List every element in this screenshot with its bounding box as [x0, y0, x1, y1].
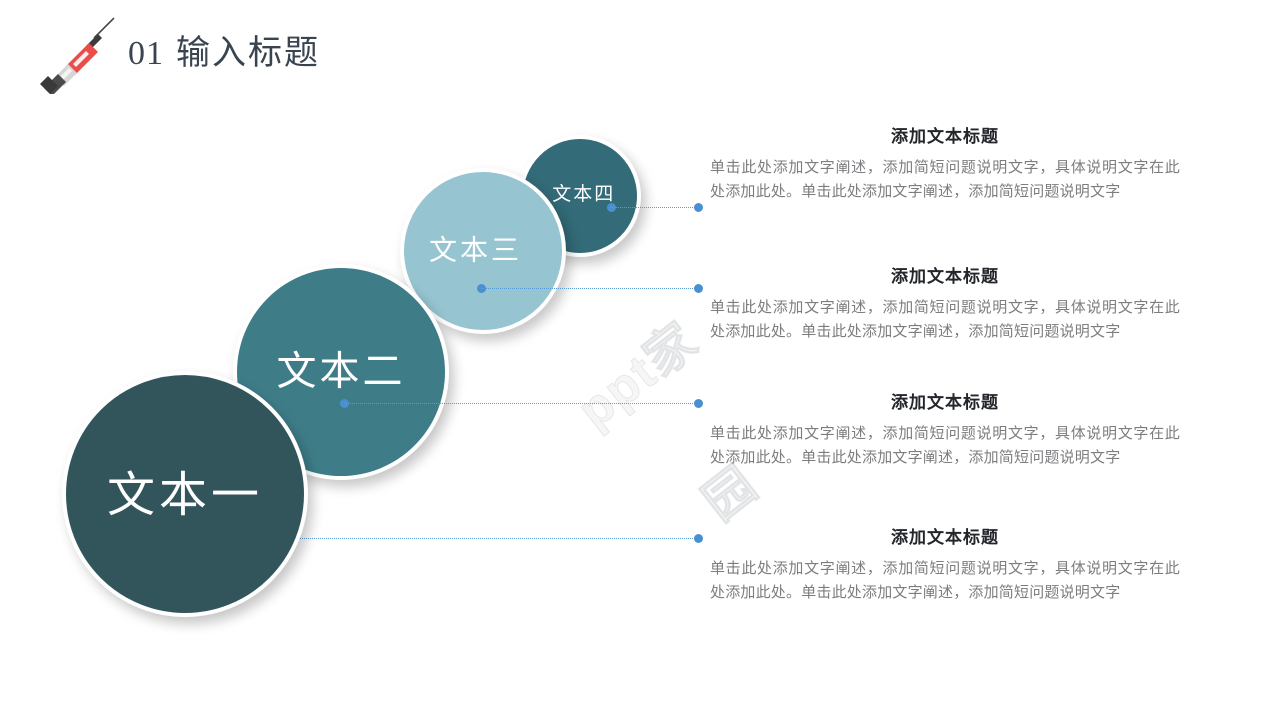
- connector-line-1: [607, 203, 703, 212]
- circle-label-3: 文本三: [429, 235, 523, 267]
- connector-line-2: [477, 284, 703, 293]
- circle-label-2: 文本二: [276, 348, 406, 394]
- connector-dotted-line-2: [481, 288, 699, 290]
- page-title-text: 输入标题: [176, 35, 320, 72]
- text-block-body-1: 单击此处添加文字阐述，添加简短问题说明文字，具体说明文字在此处添加此处。单击此处…: [710, 160, 1180, 200]
- text-block-body-4: 单击此处添加文字阐述，添加简短问题说明文字，具体说明文字在此处添加此处。单击此处…: [710, 561, 1180, 601]
- slide-header: 01 输入标题: [0, 0, 1280, 105]
- circle-label-1: 文本一: [106, 468, 263, 522]
- connector-dot-right-2: [694, 284, 703, 293]
- text-block-4: 添加文本标题 单击此处添加文字阐述，添加简短问题说明文字，具体说明文字在此处添加…: [710, 523, 1180, 605]
- circle-item-1[interactable]: 文本一: [62, 371, 308, 617]
- connector-dot-right-3: [694, 399, 703, 408]
- text-block-title-4: 添加文本标题: [891, 528, 999, 547]
- text-block-2: 添加文本标题 单击此处添加文字阐述，添加简短问题说明文字，具体说明文字在此处添加…: [710, 262, 1180, 344]
- circle-item-3[interactable]: 文本三: [400, 168, 566, 334]
- text-block-1: 添加文本标题 单击此处添加文字阐述，添加简短问题说明文字，具体说明文字在此处添加…: [710, 122, 1180, 204]
- page-title: 01 输入标题: [128, 30, 320, 78]
- text-block-3: 添加文本标题 单击此处添加文字阐述，添加简短问题说明文字，具体说明文字在此处添加…: [710, 388, 1180, 470]
- connector-dotted-line-4: [186, 538, 699, 540]
- connector-dotted-line-1: [611, 207, 699, 209]
- text-block-body-3: 单击此处添加文字阐述，添加简短问题说明文字，具体说明文字在此处添加此处。单击此处…: [710, 426, 1180, 466]
- text-block-title-1: 添加文本标题: [891, 127, 999, 146]
- circle-label-4: 文本四: [552, 183, 616, 205]
- circle-item-2[interactable]: 文本二: [233, 264, 449, 480]
- text-block-title-3: 添加文本标题: [891, 393, 999, 412]
- page-title-number: 01: [128, 35, 164, 72]
- text-block-body-2: 单击此处添加文字阐述，添加简短问题说明文字，具体说明文字在此处添加此处。单击此处…: [710, 300, 1180, 340]
- syringe-icon: [28, 12, 120, 96]
- connector-dot-right-1: [694, 203, 703, 212]
- connector-line-3: [340, 399, 703, 408]
- connector-dotted-line-3: [344, 403, 699, 405]
- connector-dot-right-4: [694, 534, 703, 543]
- text-block-title-2: 添加文本标题: [891, 267, 999, 286]
